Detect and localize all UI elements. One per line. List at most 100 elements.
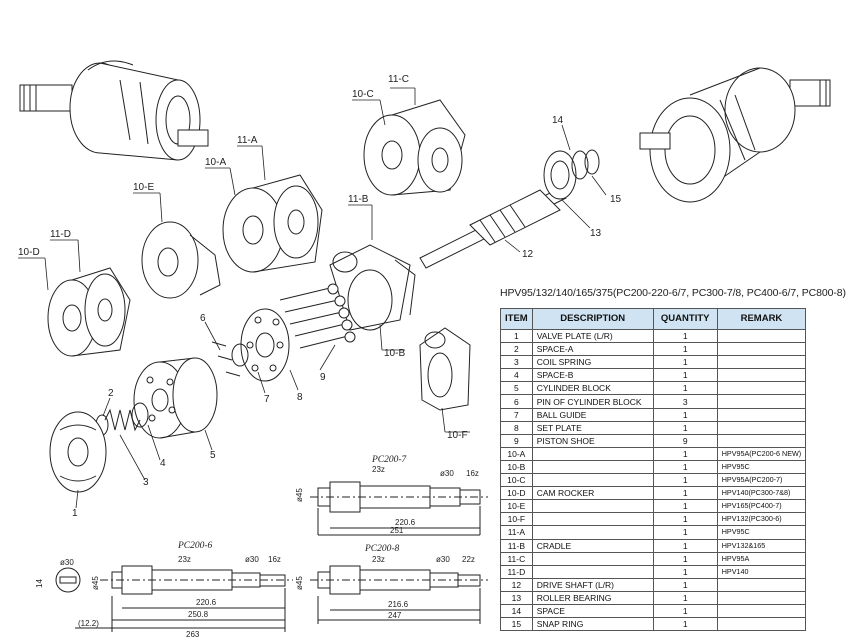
drive-shaft [419, 187, 567, 269]
cell-quantity: 1 [652, 617, 718, 632]
callout-3: 3 [143, 477, 149, 488]
pc200-6-offset: (12.2) [78, 619, 99, 628]
cell-remark [716, 577, 807, 592]
cell-description [531, 512, 654, 527]
cylinder-block [133, 357, 218, 439]
cell-description: DRIVE SHAFT (L/R) [531, 577, 654, 592]
callout-14: 14 [552, 115, 564, 126]
cell-remark: HPV140(PC300-7&8) [716, 486, 807, 501]
cell-item: 10-C [500, 473, 533, 488]
pc200-7-d1: ø45 [295, 488, 304, 502]
cell-remark [716, 342, 807, 357]
cell-remark [716, 328, 807, 344]
callout-8: 8 [297, 392, 303, 403]
cell-description: SNAP RING [531, 617, 654, 632]
cell-remark [716, 420, 807, 435]
cell-item: 13 [500, 590, 533, 605]
cell-remark [716, 394, 807, 409]
header-quantity: QUANTITY [652, 308, 718, 330]
shaft-pc200-6-title: PC200-6 [177, 541, 213, 551]
pc200-7-spline2: 16z [466, 469, 479, 478]
pc200-6-len2: 250.8 [188, 610, 209, 619]
callout-10e: 10-E [133, 182, 154, 193]
callout-10b: 10-B [384, 348, 405, 359]
cell-description: COIL SPRING [531, 355, 654, 370]
callout-11c: 11-C [388, 74, 409, 85]
cradle-11b-assembly [329, 244, 416, 331]
cradle-11d-assembly [47, 267, 131, 357]
cell-quantity: 1 [652, 420, 718, 435]
assembled-pump-left [19, 60, 209, 161]
parts-table-header: ITEM DESCRIPTION QUANTITY REMARK [500, 308, 807, 330]
cell-quantity: 9 [652, 433, 718, 448]
callout-6: 6 [200, 313, 206, 324]
callout-11a: 11-A [237, 135, 258, 146]
cell-remark [716, 407, 807, 422]
cell-item: 2 [500, 342, 533, 357]
cell-item: 10-A [500, 446, 533, 461]
assembled-pump-right [639, 67, 831, 203]
cell-quantity: 1 [652, 407, 718, 422]
cell-description [531, 473, 654, 488]
pc200-8-d1: ø45 [295, 576, 304, 590]
cell-remark [716, 355, 807, 370]
cam-rocker-10e [141, 221, 221, 299]
pc200-6-d1: ø45 [91, 576, 100, 590]
shaft-pc200-7-drawing [310, 481, 488, 536]
pc200-8-len1: 216.6 [388, 600, 409, 609]
callout-10c: 10-C [352, 89, 374, 100]
cell-remark: HPV132&165 [716, 538, 807, 553]
callout-10d: 10-D [18, 247, 40, 258]
callout-9: 9 [320, 372, 326, 383]
cell-remark [716, 433, 807, 448]
cell-quantity: 1 [652, 486, 718, 501]
pc200-6-side-d: ø30 [60, 558, 74, 567]
cell-quantity: 1 [652, 551, 718, 566]
cell-description: SET PLATE [531, 420, 654, 435]
cell-remark [716, 590, 807, 605]
parts-table-title: HPV95/132/140/165/375(PC200-220-6/7, PC3… [500, 287, 846, 299]
cell-quantity: 1 [652, 342, 718, 357]
pc200-7-d2: ø30 [440, 469, 454, 478]
cell-quantity: 1 [652, 538, 718, 553]
callout-12: 12 [522, 249, 534, 260]
cell-description [531, 446, 654, 461]
cell-item: 9 [500, 433, 533, 448]
space-ring-14 [571, 150, 589, 180]
cell-description: PISTON SHOE [531, 433, 654, 448]
shaft-dimensions: PC200-7 23z ø30 16z ø45 220.6 251 PC200-… [35, 455, 479, 639]
cell-item: 3 [500, 355, 533, 370]
pc200-6-spline1: 23z [178, 555, 191, 564]
callout-1: 1 [72, 508, 78, 519]
cell-quantity: 1 [652, 512, 718, 527]
pc200-7-len1: 220.6 [395, 518, 416, 527]
cell-remark [716, 368, 807, 383]
callout-5: 5 [210, 450, 216, 461]
cell-quantity: 1 [652, 590, 718, 605]
callout-7: 7 [264, 394, 270, 405]
shaft-pc200-7-title: PC200-7 [371, 455, 408, 465]
pc200-8-spline2: 22z [462, 555, 475, 564]
shaft-pc200-8-title: PC200-8 [364, 544, 400, 554]
cell-quantity: 1 [652, 368, 718, 383]
cell-item: 7 [500, 407, 533, 422]
cell-item: 11-D [500, 564, 533, 579]
cell-description [531, 499, 654, 514]
cell-item: 12 [500, 577, 533, 592]
